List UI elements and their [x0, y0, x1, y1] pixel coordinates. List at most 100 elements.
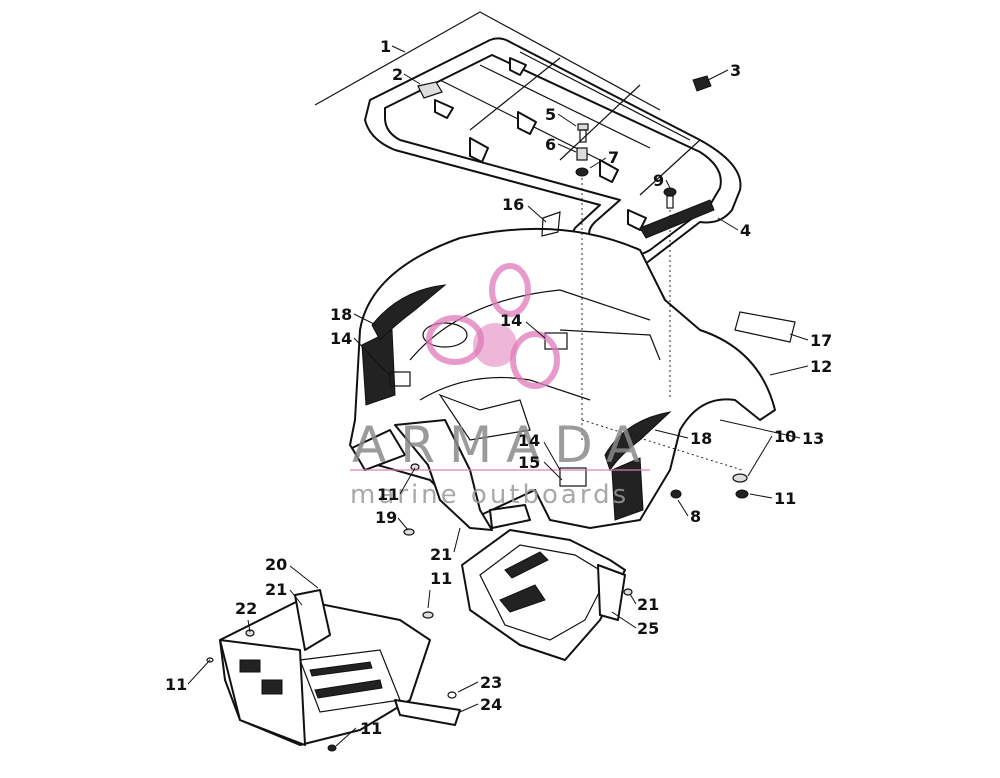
callout-c11a: 11	[749, 489, 796, 508]
nut-part-7	[575, 167, 589, 177]
callout-c4: 4	[717, 217, 751, 240]
bolt-part-5	[577, 123, 589, 143]
leader-line	[707, 69, 729, 81]
callout-c12: 12	[769, 357, 832, 376]
callout-number: 22	[235, 599, 257, 618]
leader-line	[747, 435, 773, 477]
callout-c8: 8	[677, 499, 701, 526]
callout-c15: 15	[518, 453, 563, 481]
callout-number: 24	[480, 695, 502, 714]
callout-number: 11	[165, 675, 187, 694]
leader-line	[654, 429, 689, 439]
callout-number: 10	[774, 427, 796, 446]
callout-number: 11	[377, 485, 399, 504]
callout-c11b: 11	[377, 467, 416, 504]
leader-line	[789, 333, 809, 341]
callout-number: 21	[430, 545, 452, 564]
callout-c14b: 14	[330, 329, 391, 377]
callout-c13: 13	[719, 419, 824, 448]
leader-line	[335, 727, 357, 747]
callout-c2: 2	[392, 65, 421, 85]
decal-part-17	[734, 311, 796, 343]
leader-line	[403, 73, 421, 85]
leader-line	[391, 45, 406, 53]
callout-number: 25	[637, 619, 659, 638]
callout-number: 8	[690, 507, 701, 526]
callout-c5: 5	[545, 105, 577, 127]
callout-number: 23	[480, 673, 502, 692]
callout-number: 16	[502, 195, 524, 214]
leader-line	[557, 113, 577, 127]
leader-line	[427, 589, 431, 609]
callout-c24: 24	[459, 695, 502, 714]
left-footwell	[206, 589, 461, 752]
callout-number: 2	[392, 65, 403, 84]
callout-number: 11	[774, 489, 796, 508]
callout-number: 11	[360, 719, 382, 738]
callout-c14c: 14	[518, 431, 561, 471]
leader-line	[629, 593, 637, 605]
leader-line	[527, 205, 547, 223]
callout-c17: 17	[789, 331, 832, 350]
leader-line	[459, 703, 479, 713]
callout-number: 20	[265, 555, 287, 574]
rack-hardware	[417, 75, 712, 209]
leader-line	[543, 441, 561, 471]
callout-c21c: 21	[629, 593, 659, 614]
leader-line	[453, 527, 461, 553]
callout-c18b: 18	[654, 429, 712, 448]
leader-line	[187, 659, 211, 685]
callout-c19: 19	[375, 508, 409, 531]
callout-number: 1	[380, 37, 391, 56]
rear-cargo-rack	[314, 11, 742, 275]
watermark-brand: ARMADA	[352, 416, 654, 474]
watermark-tagline: marine outboards	[350, 480, 629, 510]
callout-number: 14	[518, 431, 540, 450]
callout-c10: 10	[747, 427, 796, 477]
callout-c11e: 11	[335, 719, 382, 747]
leader-line	[289, 565, 319, 589]
leader-line	[557, 143, 577, 153]
leader-line	[353, 313, 377, 326]
callout-number: 19	[375, 508, 397, 527]
nut-part-8	[670, 489, 682, 499]
callout-c23: 23	[457, 673, 502, 693]
callout-c20: 20	[265, 555, 319, 589]
callout-number: 13	[802, 429, 824, 448]
callout-c14a: 14	[500, 311, 546, 339]
callout-c11d: 11	[165, 659, 211, 694]
leader-line	[769, 365, 809, 376]
callout-c1: 1	[380, 37, 406, 56]
callout-number: 4	[740, 221, 751, 240]
callout-c9: 9	[653, 171, 671, 190]
callout-number: 17	[810, 331, 832, 350]
callout-c22: 22	[235, 599, 257, 633]
leader-line	[247, 619, 251, 633]
callout-number: 6	[545, 135, 556, 154]
callout-number: 14	[500, 311, 522, 330]
leader-line	[397, 517, 409, 531]
decal-part-16	[541, 211, 561, 237]
callout-c6: 6	[545, 135, 577, 154]
leader-line	[399, 467, 416, 495]
callout-number: 11	[430, 569, 452, 588]
callout-number: 7	[608, 148, 619, 167]
callout-number: 18	[690, 429, 712, 448]
leader-line	[665, 179, 671, 189]
callout-c21b: 21	[430, 527, 461, 564]
leader-line	[717, 217, 739, 231]
leader-line	[525, 321, 546, 339]
callout-c25: 25	[611, 611, 659, 638]
leader-line	[457, 681, 479, 693]
leader-line	[677, 499, 689, 517]
leader-line	[353, 337, 391, 377]
callout-number: 14	[330, 329, 352, 348]
leader-line	[543, 461, 563, 481]
rack-clip-part-2	[417, 81, 443, 99]
bolt-part-9	[663, 187, 677, 209]
leader-line	[719, 419, 801, 439]
leader-line	[749, 493, 773, 499]
callout-number: 15	[518, 453, 540, 472]
